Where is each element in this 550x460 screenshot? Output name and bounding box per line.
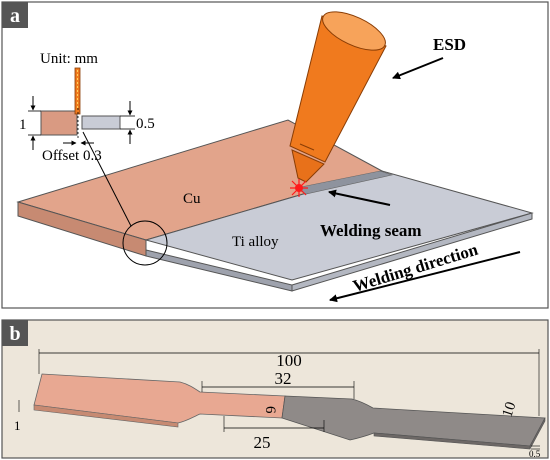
- dim-reduced-section: 25: [254, 433, 271, 452]
- specimen-titanium: [281, 395, 546, 450]
- dim-cu-thickness: 1: [14, 418, 21, 433]
- spark-icon: [290, 179, 308, 197]
- dim-ti-thickness: 0.5: [529, 449, 541, 459]
- esd-torch: [289, 11, 387, 183]
- detail-leader: [82, 131, 132, 227]
- panel-a-label-box: [2, 2, 28, 28]
- inset-dim-ti-thickness: 0.5: [136, 116, 155, 132]
- welding-seam-arrow: [328, 189, 391, 206]
- dim-grip-width: 10: [500, 400, 520, 419]
- inset-dim-cu-thickness: 1: [19, 117, 27, 133]
- detail-circle: [122, 220, 168, 266]
- inset-ti-block: [81, 115, 121, 130]
- titanium-plate: [144, 170, 534, 292]
- esd-arrow: [392, 57, 444, 80]
- panel-b-label-box: [2, 320, 28, 346]
- cross-section-inset: Unit: mm 1 0.5 Offset 0.3: [19, 51, 155, 164]
- dim-gauge-length: 32: [275, 369, 292, 388]
- panel-b: b 100 32 25 6 10 1: [1, 319, 549, 459]
- ti-alloy-label: Ti alloy: [232, 234, 279, 250]
- esd-label: ESD: [433, 35, 466, 54]
- cu-label: Cu: [183, 191, 201, 207]
- panel-a-label: a: [10, 5, 20, 27]
- panel-b-label: b: [9, 323, 20, 345]
- welding-direction-arrow: [329, 251, 521, 303]
- panel-a: a Cu Ti alloy ESD Welding sea: [1, 1, 549, 309]
- unit-label: Unit: mm: [40, 51, 98, 67]
- dim-total-length: 100: [276, 351, 302, 370]
- offset-label: Offset 0.3: [42, 148, 102, 164]
- welding-seam-label: Welding seam: [320, 221, 422, 240]
- specimen-copper: [33, 373, 286, 428]
- inset-cu-block: [40, 110, 78, 136]
- dim-gauge-width: 6: [262, 406, 278, 414]
